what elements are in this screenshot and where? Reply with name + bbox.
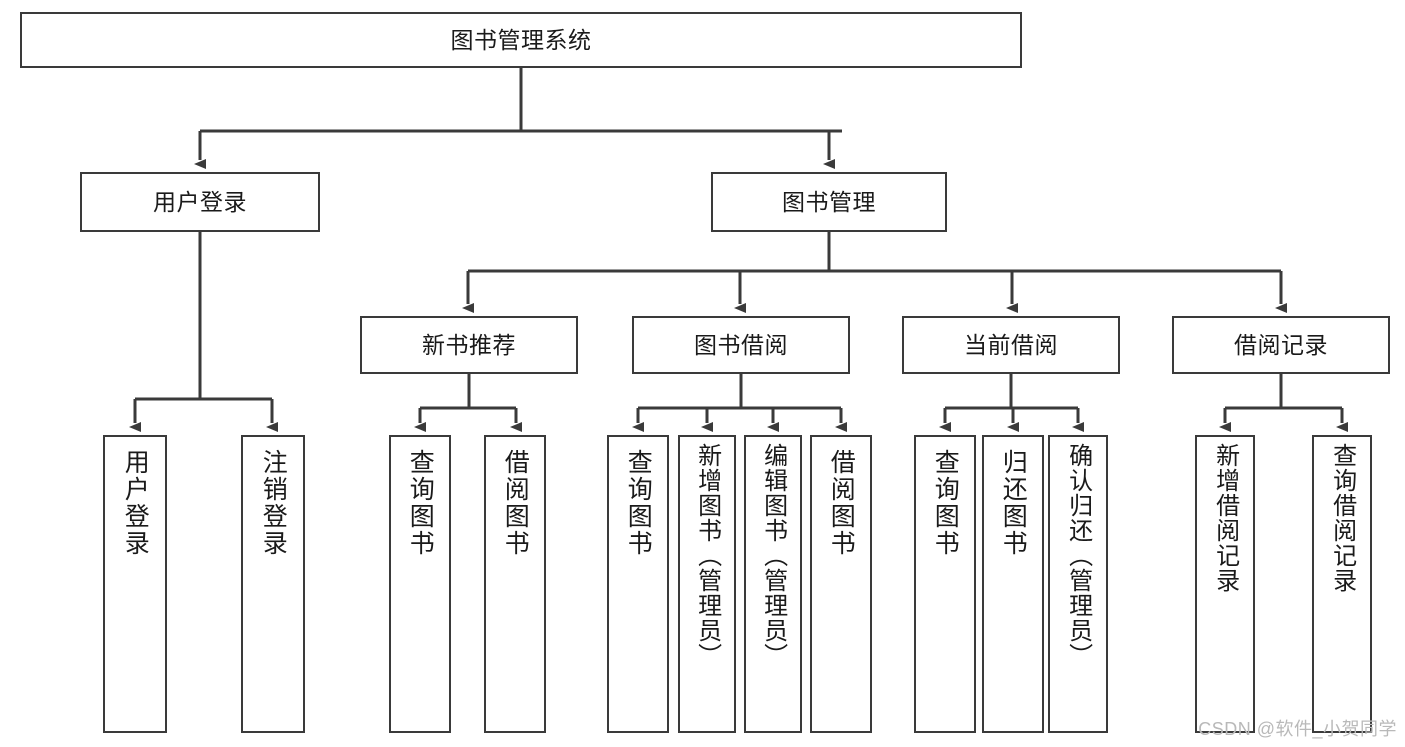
node-current-query-book-label: 查询图书 (931, 449, 960, 557)
watermark-text: CSDN @软件_小贺同学 (1198, 719, 1397, 739)
node-new-book-recommend[interactable]: 新书推荐 (360, 316, 578, 374)
node-borrow-edit-book-admin-label: 编辑图书（管理员） (759, 443, 787, 668)
node-book-management[interactable]: 图书管理 (711, 172, 947, 232)
node-user-login-leaf[interactable]: 用户登录 (103, 435, 167, 733)
node-book-management-label: 图书管理 (782, 188, 876, 215)
node-user-login[interactable]: 用户登录 (80, 172, 320, 232)
node-recommend-borrow-book-label: 借阅图书 (501, 449, 530, 557)
node-borrow-add-book-admin[interactable]: 新增图书（管理员） (678, 435, 736, 733)
node-borrow-records-label: 借阅记录 (1234, 331, 1328, 358)
node-current-return-book-label: 归还图书 (999, 449, 1028, 557)
node-current-borrow-label: 当前借阅 (964, 331, 1058, 358)
node-current-confirm-return-admin[interactable]: 确认归还（管理员） (1048, 435, 1108, 733)
node-root-label: 图书管理系统 (450, 26, 592, 53)
node-records-add-record[interactable]: 新增借阅记录 (1195, 435, 1255, 733)
node-book-borrow-label: 图书借阅 (694, 331, 788, 358)
node-borrow-query-book[interactable]: 查询图书 (607, 435, 669, 733)
node-borrow-add-book-admin-label: 新增图书（管理员） (693, 443, 721, 668)
node-current-borrow[interactable]: 当前借阅 (902, 316, 1120, 374)
node-current-query-book[interactable]: 查询图书 (914, 435, 976, 733)
node-current-return-book[interactable]: 归还图书 (982, 435, 1044, 733)
node-user-login-leaf-label: 用户登录 (121, 449, 150, 557)
node-book-borrow[interactable]: 图书借阅 (632, 316, 850, 374)
node-borrow-borrow-book[interactable]: 借阅图书 (810, 435, 872, 733)
node-records-query-record[interactable]: 查询借阅记录 (1312, 435, 1372, 733)
node-user-logout-leaf[interactable]: 注销登录 (241, 435, 305, 733)
node-new-book-recommend-label: 新书推荐 (422, 331, 516, 358)
node-current-confirm-return-admin-label: 确认归还（管理员） (1064, 443, 1092, 668)
node-borrow-records[interactable]: 借阅记录 (1172, 316, 1390, 374)
node-records-query-record-label: 查询借阅记录 (1328, 443, 1356, 593)
node-user-logout-leaf-label: 注销登录 (259, 449, 288, 557)
node-borrow-edit-book-admin[interactable]: 编辑图书（管理员） (744, 435, 802, 733)
node-recommend-query-book[interactable]: 查询图书 (389, 435, 451, 733)
node-root[interactable]: 图书管理系统 (20, 12, 1022, 68)
node-recommend-borrow-book[interactable]: 借阅图书 (484, 435, 546, 733)
node-recommend-query-book-label: 查询图书 (406, 449, 435, 557)
node-records-add-record-label: 新增借阅记录 (1211, 443, 1239, 593)
node-borrow-query-book-label: 查询图书 (624, 449, 653, 557)
node-borrow-borrow-book-label: 借阅图书 (827, 449, 856, 557)
node-user-login-label: 用户登录 (153, 188, 247, 215)
